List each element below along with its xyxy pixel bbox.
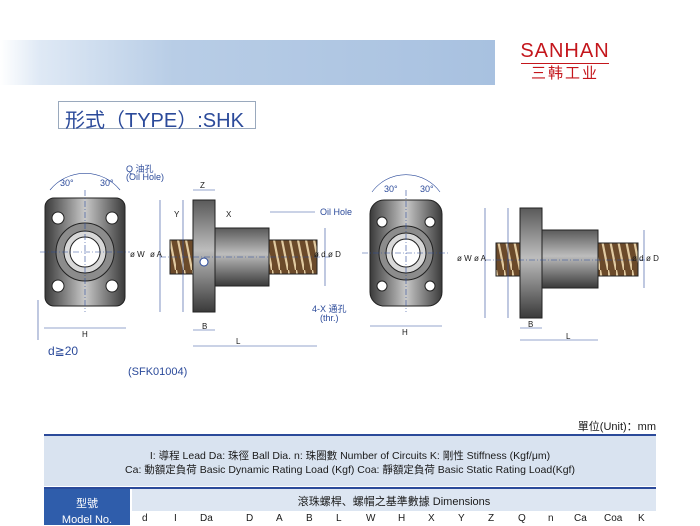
table-top-border [44,487,656,489]
oil-hole-label: Q 油孔 [126,164,154,174]
dim-big-d: ø D [646,254,659,263]
dim-h: H [402,328,408,337]
front-view-left [37,173,130,340]
diameter-note: d≧20 [48,344,79,358]
model-header-cn: 型號 [76,498,98,510]
dimensions-header: 滾珠螺桿、螺帽之基準數據 Dimensions [297,496,491,508]
technical-drawing: 30° 30° Q 油孔 (Oil Hole) H Z Y X Oil Hole… [0,150,700,380]
column-header-row [132,513,656,525]
dim-b: B [202,322,208,331]
front-view-right [362,174,450,327]
dim-w: ø W [457,254,472,263]
brand-divider [521,63,609,64]
dim-big-d: ø D [328,250,341,259]
dimensions-header-cell [132,489,656,511]
column-header: Q [518,513,526,524]
type-label-box: 形式（TYPE）:SHK [58,101,256,132]
dim-a: ø A [150,250,163,259]
page-title: 精密滾珠螺杆篇 [114,8,381,36]
brand-name: SANHAN [520,40,610,62]
column-header: n [548,513,554,524]
angle-label: 30° [420,184,434,194]
legend-line-2: Ca: 動額定負荷 Basic Dynamic Rating Load (Kgf… [125,464,575,476]
column-header: Z [488,513,495,524]
legend-line-1: I: 導程 Lead Da: 珠徑 Ball Dia. n: 珠圈數 Numbe… [149,450,551,462]
dim-l: L [566,332,571,341]
dim-b: B [528,320,534,329]
column-header: Coa [604,513,623,524]
unit-label: 單位(Unit)：mm [577,421,656,433]
dim-d: ø d [632,254,644,263]
column-header: H [398,513,406,524]
angle-label: 30° [384,184,398,194]
divider [44,434,656,436]
column-header: L [336,513,342,524]
column-header: A [276,513,283,524]
dim-y: Y [174,210,180,219]
column-header: Ca [574,513,587,524]
model-header-cell [44,489,130,525]
column-header: X [428,513,435,524]
column-header: D [246,513,254,524]
header-banner [0,40,495,85]
brand-logo: SANHAN 三韩工业 [505,40,625,85]
column-header: B [306,513,313,524]
reference-model-note: (SFK01004) [128,366,188,378]
side-view-left [159,189,330,347]
column-header: K [638,513,645,524]
legend-box [44,436,656,486]
side-view-right [484,207,648,341]
brand-name-cn: 三韩工业 [530,65,599,82]
column-header: W [366,513,376,524]
dim-w: ø W [130,250,145,259]
thr-hole-label-en: (thr.) [320,313,339,323]
column-header: d [142,513,148,524]
oil-hole-label-en: (Oil Hole) [126,172,165,182]
drawing-svg [37,173,648,347]
angle-label: 30° [100,178,114,188]
dim-l: L [236,337,241,346]
oil-hole-side-label: Oil Hole [320,207,353,217]
dim-d: ø d [314,250,326,259]
type-label: 形式（TYPE）:SHK [65,110,244,132]
dim-x: X [226,210,232,219]
model-header-en: Model No. [61,514,113,526]
dim-h: H [82,330,88,339]
column-header: I [174,513,177,524]
angle-label: 30° [60,178,74,188]
dim-z: Z [200,181,205,190]
thr-hole-label: 4-X 通孔 [312,304,347,314]
column-header: Y [458,513,465,524]
dim-a: ø A [474,254,487,263]
column-header: Da [200,513,213,524]
